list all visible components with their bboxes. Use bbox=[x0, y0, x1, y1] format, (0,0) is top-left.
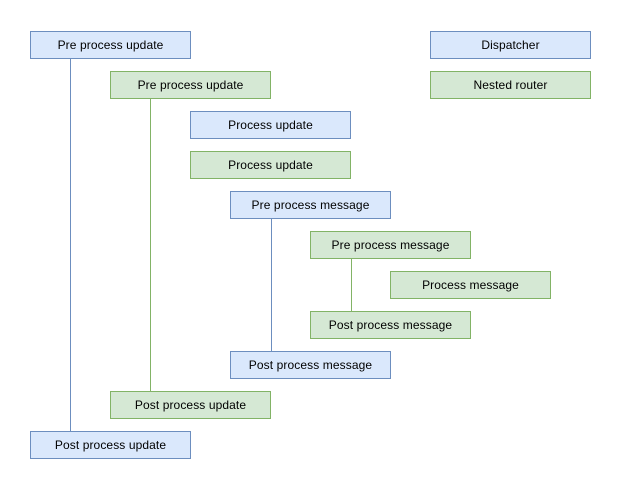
node-pre-process-message-router[interactable]: Pre process message bbox=[310, 231, 471, 259]
legend-dispatcher[interactable]: Dispatcher bbox=[430, 31, 591, 59]
node-pre-process-update-dispatcher[interactable]: Pre process update bbox=[30, 31, 191, 59]
node-pre-process-message-dispatcher[interactable]: Pre process message bbox=[230, 191, 391, 219]
node-pre-process-update-router[interactable]: Pre process update bbox=[110, 71, 271, 99]
node-post-process-message-router[interactable]: Post process message bbox=[310, 311, 471, 339]
node-post-process-update-router[interactable]: Post process update bbox=[110, 391, 271, 419]
connector-edge-dispatcher-outer bbox=[70, 59, 71, 431]
node-process-update-router[interactable]: Process update bbox=[190, 151, 351, 179]
legend-nested-router[interactable]: Nested router bbox=[430, 71, 591, 99]
node-process-update-dispatcher[interactable]: Process update bbox=[190, 111, 351, 139]
connector-edge-router-inner bbox=[351, 259, 352, 311]
connector-edge-dispatcher-inner bbox=[271, 219, 272, 351]
node-post-process-message-dispatcher[interactable]: Post process message bbox=[230, 351, 391, 379]
node-post-process-update-dispatcher[interactable]: Post process update bbox=[30, 431, 191, 459]
connector-edge-router-outer bbox=[150, 99, 151, 391]
node-process-message-router[interactable]: Process message bbox=[390, 271, 551, 299]
